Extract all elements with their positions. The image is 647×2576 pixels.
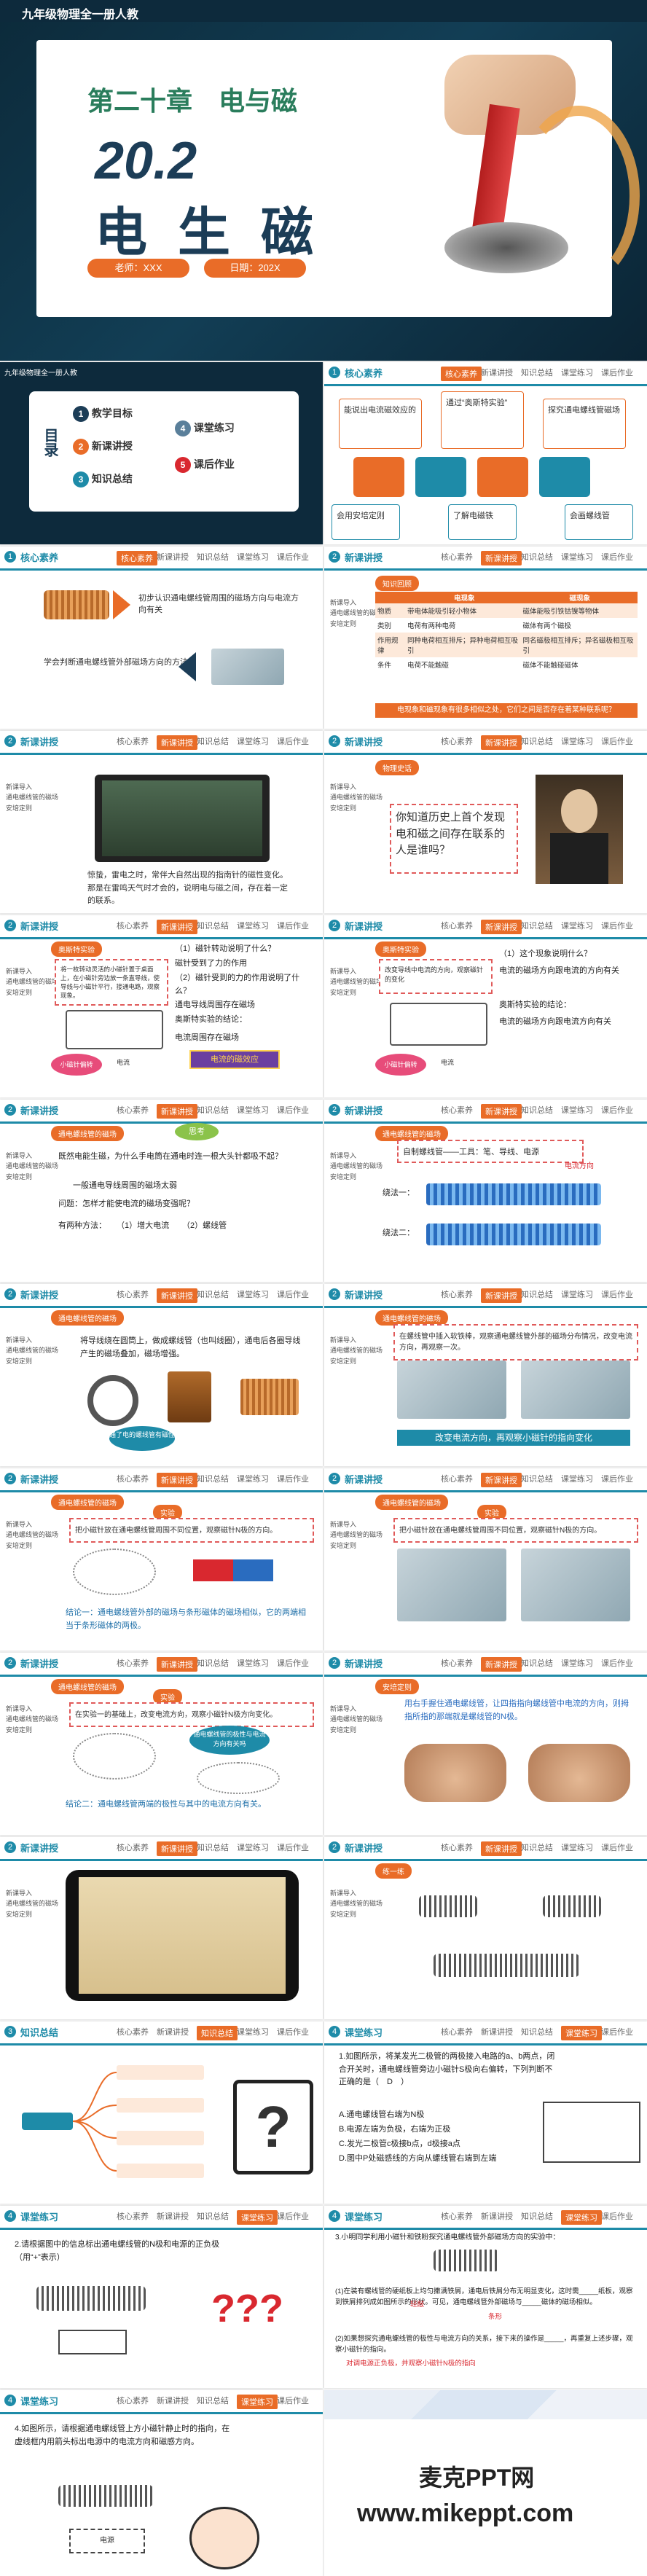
cover-slide: 九年级物理全一册人教 第二十章 电与磁 20.2 电 生 磁 老师：XXX 日期… <box>0 0 647 361</box>
coil-spool-3 <box>240 1379 299 1415</box>
coil-spool-1 <box>87 1375 138 1426</box>
toc-header: 九年级物理全一册人教 <box>4 369 77 377</box>
chapter-title: 第二十章 电与磁 <box>87 87 298 116</box>
coil-image <box>44 590 109 619</box>
side-nav: 新课导入通电螺线管的磁场安培定则 <box>330 599 383 627</box>
question-4: 4.如图所示，请根据通电螺线管上方小磁针静止时的指向，在虚线框内用箭头标出电源中… <box>15 2424 230 2446</box>
right-hand-2 <box>528 1744 630 1802</box>
section-pill: 知识回顾 <box>375 576 419 591</box>
mind-map <box>22 2065 204 2178</box>
tab-core[interactable]: 核心素养 <box>441 367 482 381</box>
cover-card: 第二十章 电与磁 20.2 电 生 磁 老师：XXX 日期：202X <box>36 40 640 317</box>
section-number: 20.2 <box>95 132 197 190</box>
table-footer: 电现象和磁现象有很多相似之处，它们之间是否存在着某种联系呢？ <box>375 703 638 718</box>
tab-summary[interactable]: 知识总结 <box>521 369 553 377</box>
tab-lecture[interactable]: 新课讲授 <box>481 369 513 377</box>
brand-url[interactable]: www.mikeppt.com <box>357 2499 574 2527</box>
exp-photo-2 <box>521 1361 630 1419</box>
cover-header: 九年级物理全一册人教 <box>22 9 139 21</box>
core-goal-2: 通过“奥斯特实验” <box>441 391 524 449</box>
toc-label: 目录 <box>42 428 58 457</box>
oersted-portrait <box>536 775 623 884</box>
phone-screen[interactable] <box>79 1877 286 1994</box>
goal-row-2: 学会判断通电螺线管外部磁场方向的方法 <box>44 658 188 667</box>
core-side-2: 了解电磁铁 <box>448 504 517 540</box>
core-side-3: 会画螺线管 <box>565 504 633 540</box>
exp-photo-1 <box>397 1361 506 1419</box>
core-goal-3: 探究通电螺线管磁场 <box>543 399 626 449</box>
toc-item-2[interactable]: 2 新课讲授 <box>73 439 133 455</box>
oersted-question: 你知道历史上首个发现电和磁之间存在联系的人是谁吗？ <box>390 804 518 874</box>
circuit-diagram <box>66 1010 163 1049</box>
question-3: 3.小明同学利用小磁针和铁粉探究通电螺线管外部磁场方向的实验中： <box>335 2234 560 2242</box>
coil-winding-2 <box>426 1224 601 1245</box>
toc-item-1[interactable]: 1 教学目标 <box>73 406 133 422</box>
teacher-badge: 老师：XXX <box>87 259 189 278</box>
exp-photo-4 <box>521 1549 630 1621</box>
magnet-image <box>211 649 284 685</box>
tab-homework[interactable]: 课后作业 <box>601 369 633 377</box>
coil-winding-1 <box>426 1183 601 1205</box>
right-hand-1 <box>404 1744 506 1802</box>
goal-row-1: 初步认识通电螺线管周围的磁场方向与电流方向有关 <box>138 594 299 614</box>
magnet-hand-image <box>401 55 640 288</box>
core-side-1: 会用安培定则 <box>332 504 400 540</box>
cover-header-bar: 九年级物理全一册人教 <box>0 0 647 22</box>
field-diagram-1 <box>73 1549 156 1595</box>
coil-spool-2 <box>168 1371 211 1422</box>
compare-table: 电现象磁现象 物质带电体能吸引轻小物体磁体能吸引铁钴镍等物体 类别电荷有两种电荷… <box>375 592 638 672</box>
section-title: 电 生 磁 <box>95 204 323 262</box>
toc-item-5[interactable]: 5 课后作业 <box>175 457 235 473</box>
phone-frame <box>66 1870 299 2001</box>
video-caption: 惊蛰，雷电之时，常伴大自然出现的指南针的磁性变化。那是在雷鸣天气时才会的，说明电… <box>87 871 288 906</box>
q1-circuit <box>543 2102 640 2163</box>
date-badge: 日期：202X <box>204 259 306 278</box>
toc-slide: 九年级物理全一册人教 目录 1 教学目标 2 新课讲授 3 知识总结 4 课堂练… <box>0 362 323 544</box>
toc-item-3[interactable]: 3 知识总结 <box>73 471 133 488</box>
brand-panel: 麦克PPT网 www.mikeppt.com <box>324 2390 647 2576</box>
bar-magnet <box>193 1559 273 1581</box>
toc-item-4[interactable]: 4 课堂练习 <box>175 420 235 436</box>
exp-photo-3 <box>397 1549 506 1621</box>
question-2: 2.请根据图中的信息标出通电螺线管的N极和电源的正负极（用“+”表示） <box>15 2240 220 2262</box>
tab-practice[interactable]: 课堂练习 <box>561 369 593 377</box>
core-goal-1: 能说出电流磁效应的 <box>339 399 422 449</box>
video-player[interactable] <box>95 775 270 862</box>
question-1: 1.如图所示，将某发光二极管的两极接入电路的a、b两点，闭合开关时，通电螺线管旁… <box>339 2052 555 2087</box>
question-marks-icon: ??? <box>211 2287 283 2330</box>
cartoon-face-icon <box>189 2507 259 2569</box>
question-mark-icon: ? <box>233 2080 313 2174</box>
brand-name: 麦克PPT网 <box>419 2465 535 2491</box>
